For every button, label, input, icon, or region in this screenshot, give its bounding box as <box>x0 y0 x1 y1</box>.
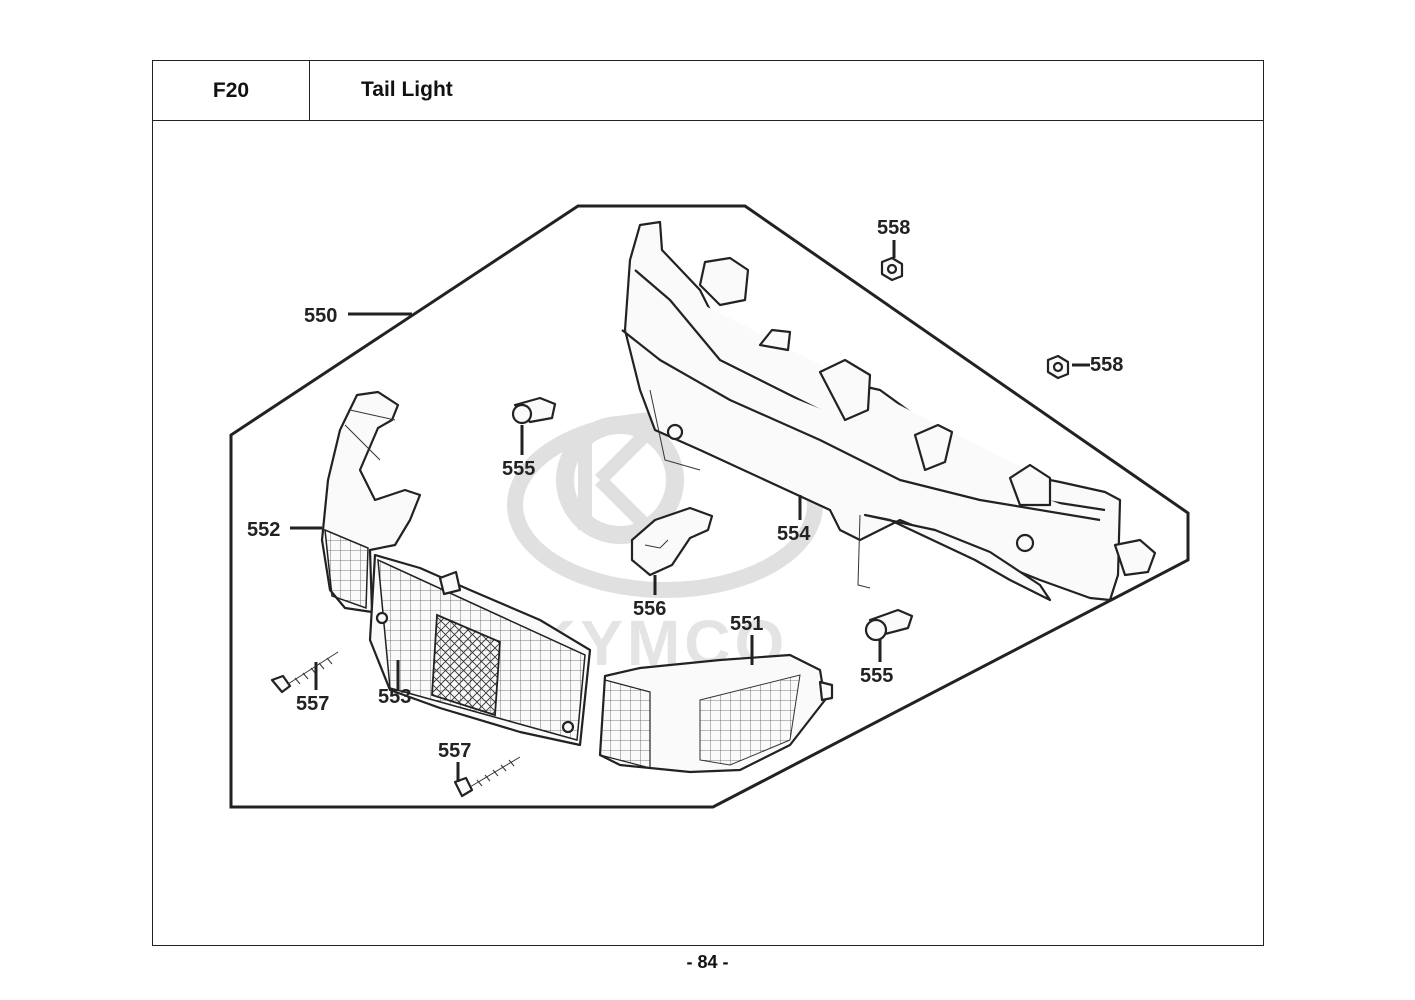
callout-555-right: 555 <box>860 665 893 687</box>
part-558-nut-top <box>880 256 904 282</box>
callout-552: 552 <box>247 519 280 541</box>
callout-557-bottom: 557 <box>438 740 471 762</box>
part-551-right-lens <box>598 653 834 774</box>
callout-555-left: 555 <box>502 458 535 480</box>
callout-553: 553 <box>378 686 411 708</box>
diagram-frame <box>152 60 1264 946</box>
callout-557-left: 557 <box>296 693 329 715</box>
callout-550: 550 <box>304 305 337 327</box>
part-555-bulb-left <box>511 396 557 425</box>
callout-551: 551 <box>730 613 763 635</box>
part-556-bulb <box>630 506 714 577</box>
callout-558-right: 558 <box>1090 354 1123 376</box>
assembly-outline-550 <box>229 204 1190 809</box>
callout-556: 556 <box>633 598 666 620</box>
part-554-housing <box>621 220 1157 602</box>
part-557-screw-left <box>270 651 339 694</box>
callout-554: 554 <box>777 523 811 545</box>
page-number: - 84 - <box>686 952 729 972</box>
callout-558-top: 558 <box>877 217 910 239</box>
part-558-nut-right <box>1046 354 1070 380</box>
leader-lines <box>290 240 1090 782</box>
part-557-screw-bottom <box>453 756 521 798</box>
part-553-center-lens <box>368 553 592 747</box>
part-552-left-lens <box>320 390 422 614</box>
section-title: Tail Light <box>309 60 1264 121</box>
section-code: F20 <box>152 60 310 121</box>
part-555-bulb-right <box>864 608 914 642</box>
